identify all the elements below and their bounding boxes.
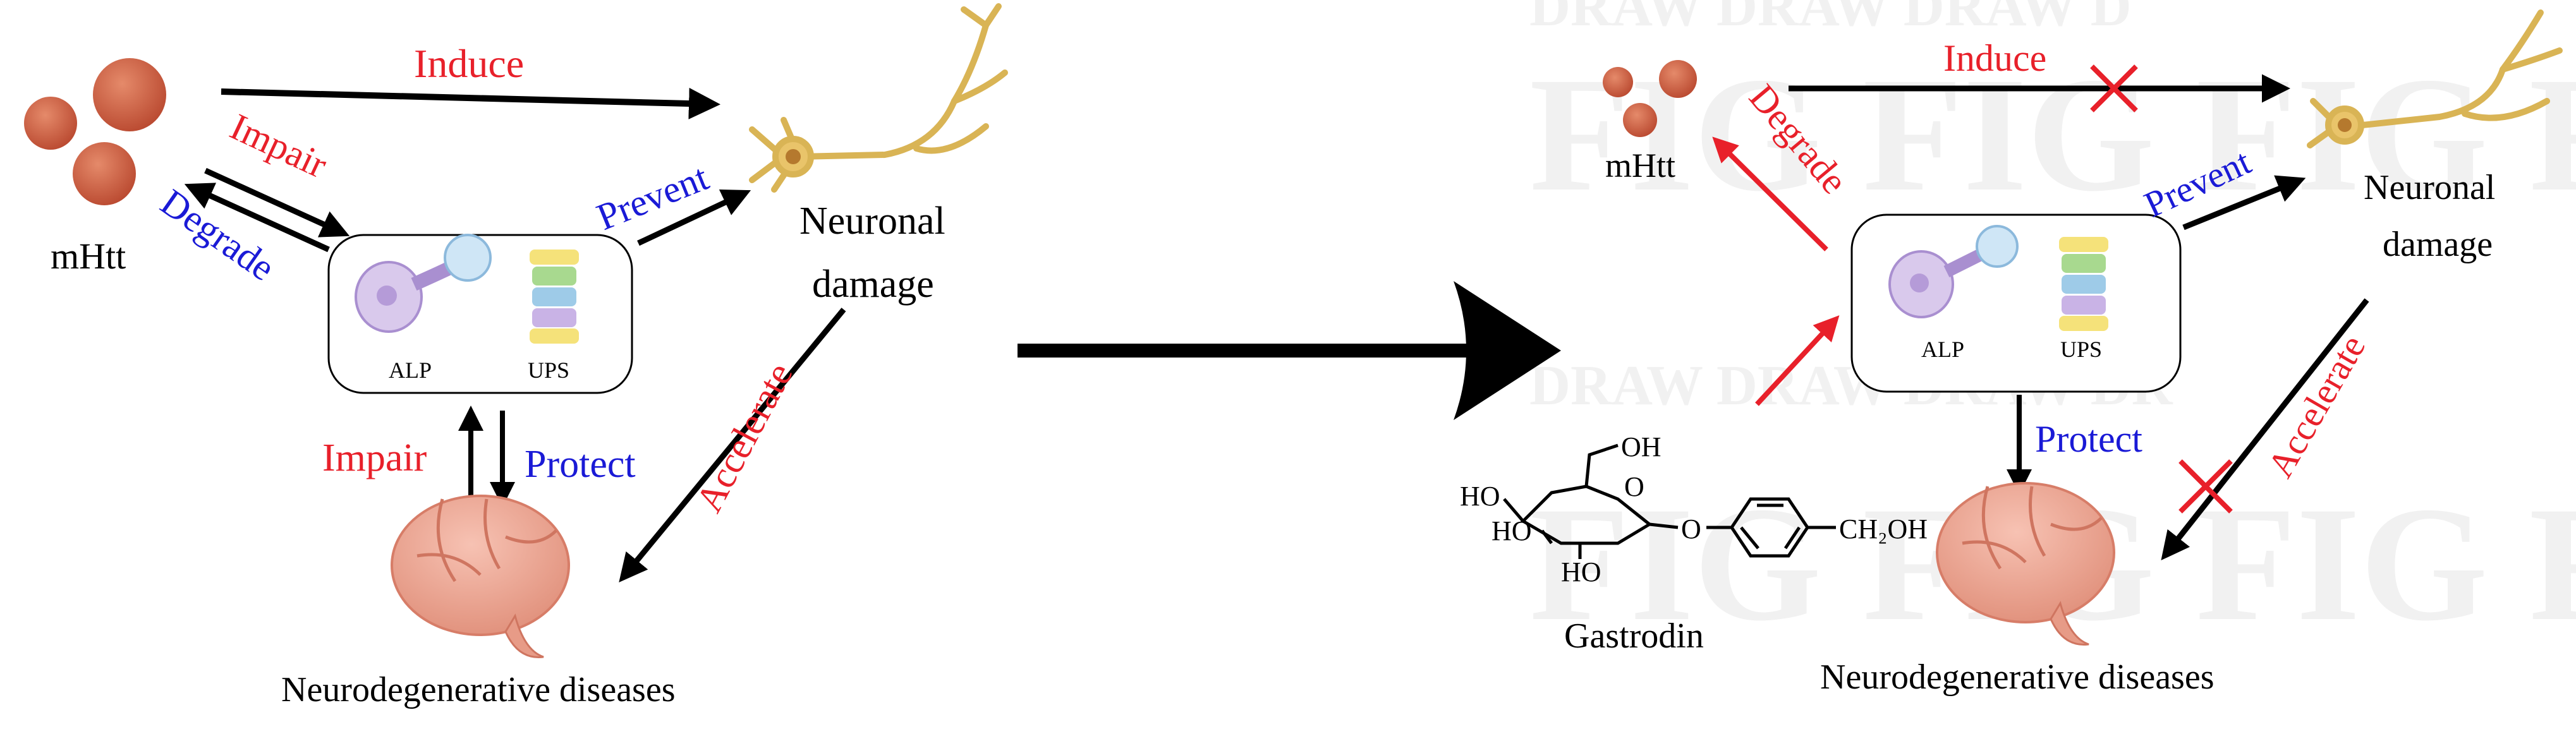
prevent-label: Prevent xyxy=(591,156,714,238)
mhtt-aggregate-icon xyxy=(24,58,166,205)
neuron-icon xyxy=(749,3,1008,193)
gastrodin-activation-arrow xyxy=(1755,315,1840,406)
impair-arrow xyxy=(204,167,350,238)
degrade-arrow-right xyxy=(1712,136,1828,251)
induce-label: Induce xyxy=(414,41,524,86)
protect-label-right: Protect xyxy=(2035,418,2142,460)
ups-label-right: UPS xyxy=(2060,337,2102,362)
disease-label: Neurodegenerative diseases xyxy=(281,670,676,709)
neuronal-label-1-right: Neuronal xyxy=(2364,168,2495,207)
prevent-arrow xyxy=(637,189,751,246)
ups-icon xyxy=(530,250,579,344)
protect-label: Protect xyxy=(525,443,636,486)
induce-arrow xyxy=(221,87,720,119)
mhtt-label-right: mHtt xyxy=(1605,147,1675,184)
gastrodin-ho-left: HO xyxy=(1460,481,1500,512)
gastrodin-ch2oh: CH₂OH xyxy=(1839,514,1928,544)
alp-label: ALP xyxy=(389,358,432,383)
gastrodin-ring-o: O xyxy=(1624,471,1644,502)
watermark-row-1: DRAW DRAW DRAW D xyxy=(1529,0,2132,38)
neuron-icon-right xyxy=(2307,9,2563,148)
induce-block-icon xyxy=(2090,64,2138,112)
induce-label-right: Induce xyxy=(1943,37,2046,79)
mhtt-aggregate-icon-right xyxy=(1603,60,1697,137)
gastrodin-ho-bottom: HO xyxy=(1561,557,1601,587)
alp-icon-right xyxy=(1888,225,2019,318)
watermark-row-2: FIG FIG FIG FI xyxy=(1529,44,2576,226)
disease-label-right: Neurodegenerative diseases xyxy=(1820,658,2215,697)
accelerate-arrow xyxy=(619,308,846,582)
brain-icon-right xyxy=(1936,482,2115,646)
brain-icon xyxy=(391,495,570,658)
accelerate-label-right: Accelerate xyxy=(2259,328,2373,484)
accelerate-arrow-right xyxy=(2161,298,2369,561)
accelerate-block-icon xyxy=(2178,459,2233,514)
neuronal-label-2-right: damage xyxy=(2383,225,2493,264)
mhtt-label: mHtt xyxy=(51,236,126,277)
neuronal-label-2: damage xyxy=(812,263,934,306)
ups-label: UPS xyxy=(528,358,569,383)
degrade-arrow xyxy=(184,183,330,253)
accelerate-label: Accelerate xyxy=(688,356,801,519)
gastrodin-ho-mid: HO xyxy=(1492,515,1532,546)
alp-label-right: ALP xyxy=(1921,337,1964,362)
neuronal-label-1: Neuronal xyxy=(799,200,945,243)
prevent-arrow-right xyxy=(2182,175,2306,231)
impair-bottom-label: Impair xyxy=(322,436,427,479)
gastrodin-structure xyxy=(1503,443,1836,559)
transition-arrow xyxy=(1018,281,1561,420)
gastrodin-link-o: O xyxy=(1681,514,1701,544)
gastrodin-oh-top: OH xyxy=(1621,431,1662,462)
right-panel: mHtt Induce Degrade ALP UPS xyxy=(1460,9,2563,697)
impair-top-label: Impair xyxy=(224,105,334,186)
gastrodin-label: Gastrodin xyxy=(1564,617,1704,656)
alp-icon xyxy=(355,234,492,333)
left-panel: mHtt Induce Impair Degrade ALP UPS xyxy=(24,3,1008,709)
ups-icon-right xyxy=(2059,237,2108,331)
